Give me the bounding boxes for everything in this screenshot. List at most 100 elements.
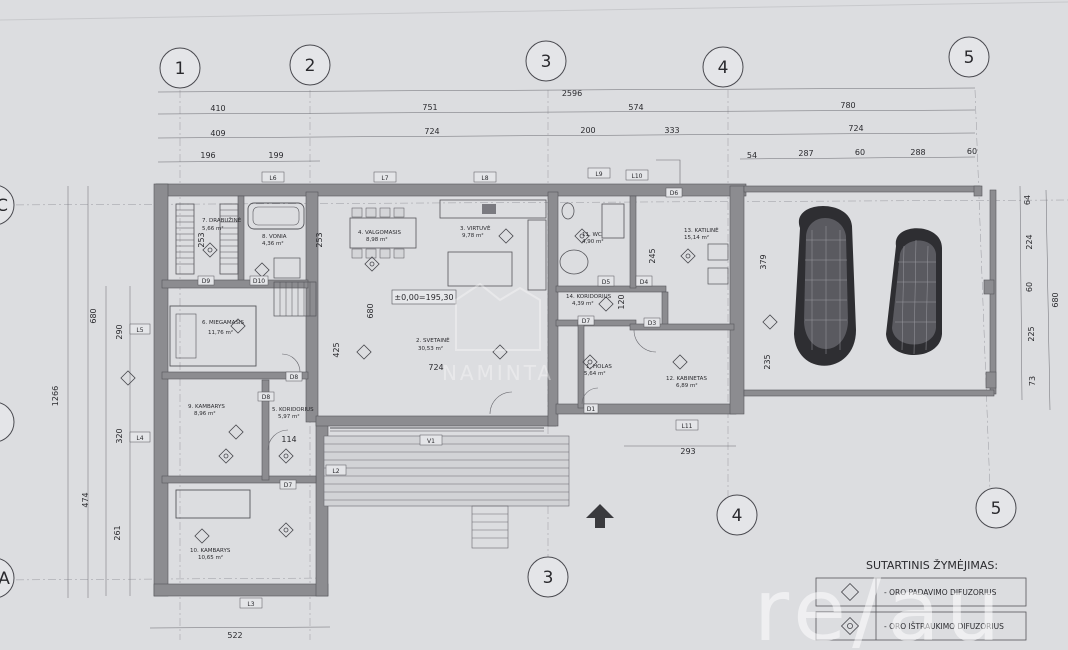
room-area: 4,90 m²	[582, 238, 604, 245]
room-name: 14. KORIDORIUS	[566, 294, 612, 300]
dimension: 680	[1051, 292, 1060, 307]
axis-label: A	[0, 569, 10, 589]
room-area: 11,76 m²	[208, 329, 233, 336]
window-label: L8	[481, 175, 488, 182]
legend-item: - ORO IŠTRAUKIMO DIFUZORIUS	[884, 622, 1004, 631]
inner-dimensions: 253 253 680 425 724 114 245 120 379 235 …	[197, 232, 772, 456]
dimension: 120	[617, 294, 626, 309]
dimension: 724	[428, 363, 443, 372]
dimension: 225	[1027, 326, 1036, 341]
fixtures	[169, 159, 729, 519]
room-name: 6. MIEGAMASIS	[202, 320, 244, 326]
room-area: 9,78 m²	[462, 232, 484, 239]
dimension: 293	[680, 447, 695, 456]
dimension: 73	[1028, 376, 1037, 386]
supply-diffuser-icon	[840, 582, 860, 602]
dimension: 574	[628, 103, 643, 112]
room-area: 4,36 m²	[262, 240, 284, 247]
room-name: 4. VALGOMASIS	[358, 230, 401, 236]
room-area: 5,97 m²	[278, 413, 300, 420]
dimension: 64	[1023, 195, 1032, 205]
room-area: 8,96 m²	[194, 410, 216, 417]
room-area: 10,65 m²	[198, 554, 223, 561]
window-label: L10	[632, 173, 643, 180]
dimension: 288	[910, 148, 925, 157]
room-name: 2. SVETAINĖ	[416, 337, 450, 344]
door-label: D4	[640, 279, 649, 286]
axis-label: 3	[543, 568, 554, 588]
dimension: 410	[210, 104, 225, 113]
dimension: 60	[967, 147, 977, 156]
door-label: D6	[670, 190, 679, 197]
door-label: D7	[582, 318, 591, 325]
dimension-chains-right: 64 224 60 225 73 680	[1019, 185, 1060, 411]
room-area: 5,64 m²	[584, 370, 606, 377]
room-name: 10. KAMBARYS	[190, 548, 231, 554]
room-name: 8. VONIA	[262, 234, 287, 240]
dimension: 253	[315, 232, 324, 247]
dimension: 2596	[562, 89, 582, 98]
legend-item: - ORO PADAVIMO DIFUZORIUS	[884, 588, 997, 597]
door-label: D1	[587, 406, 596, 413]
room-name: 3. VIRTUVĖ	[460, 225, 491, 232]
glazing-label: V1	[427, 438, 435, 445]
axis-markers-left: C A	[0, 185, 15, 598]
window-label: L7	[381, 175, 388, 182]
walls	[153, 183, 997, 597]
dimension: 114	[281, 435, 296, 444]
axis-label: C	[0, 196, 8, 216]
watermark-text: NAMINTA	[442, 361, 554, 385]
door-label: D3	[648, 320, 657, 327]
window-label: L2	[332, 468, 339, 475]
dimension: 425	[332, 342, 341, 357]
axis-label: 2	[305, 56, 316, 76]
dimension: 680	[366, 303, 375, 318]
window-label: L4	[136, 435, 143, 442]
dimension: 224	[1025, 234, 1034, 249]
axis-markers-top: 1 2 3 4 5	[159, 36, 990, 89]
opening-labels: L6 L7 L8 L9 L10 L5 L4 L3 L2 L11 D10 D6 D…	[129, 167, 699, 609]
dimension: 261	[113, 525, 122, 540]
watermark: NAMINTA	[442, 282, 554, 385]
exhaust-diffuser-icon	[847, 623, 853, 629]
window-label: L9	[595, 171, 602, 178]
axis-label: 4	[718, 58, 729, 78]
door-label: D9	[202, 278, 211, 285]
level-marker: ±0,00=195,30	[391, 289, 457, 305]
dimension: 245	[648, 248, 657, 263]
dimension: 333	[664, 126, 679, 135]
door-label: D8	[290, 374, 299, 381]
dimension: 54	[747, 151, 757, 160]
dimension: 724	[424, 127, 439, 136]
room-name: 13. KATILINĖ	[684, 227, 719, 234]
dimension-chains-left: 680 1266 290 320 474 261	[51, 186, 131, 598]
door-label: D8	[262, 394, 271, 401]
brand-logo: re/au	[754, 561, 1007, 650]
dimension-chains-top: 2596 410 751 574 780 409 724 200 333 724…	[157, 87, 977, 163]
room-area: 15,14 m²	[684, 234, 709, 241]
dimension: 1266	[51, 386, 60, 406]
dimension: 60	[855, 148, 865, 157]
car-icon	[794, 205, 856, 366]
room-area: 30,53 m²	[418, 345, 443, 352]
room-name: 7. DRABUŽINĖ	[202, 216, 242, 224]
room-name: 5. KORIDORIUS	[272, 407, 314, 413]
dimension: 60	[1025, 282, 1034, 292]
window-label: L5	[136, 327, 143, 334]
door-label: D5	[602, 279, 611, 286]
dimension: 751	[422, 103, 437, 112]
room-name: 11. WC	[582, 232, 602, 238]
dimension: 290	[115, 324, 124, 339]
axis-markers-bottom: 3 4 5	[527, 487, 1017, 598]
dimension: 253	[197, 232, 206, 247]
room-name: 9. KAMBARYS	[188, 404, 225, 410]
dimension: 320	[115, 428, 124, 443]
window-label: L11	[682, 423, 693, 430]
room-area: 5,66 m²	[202, 225, 224, 232]
legend-title: SUTARTINIS ŽYMĖJIMAS:	[866, 559, 998, 572]
dimension: 409	[210, 129, 225, 138]
room-labels: 7. DRABUŽINĖ 5,66 m² 8. VONIA 4,36 m² 4.…	[188, 216, 719, 561]
axis-label: 3	[541, 52, 552, 72]
room-area: 4,39 m²	[572, 300, 594, 307]
